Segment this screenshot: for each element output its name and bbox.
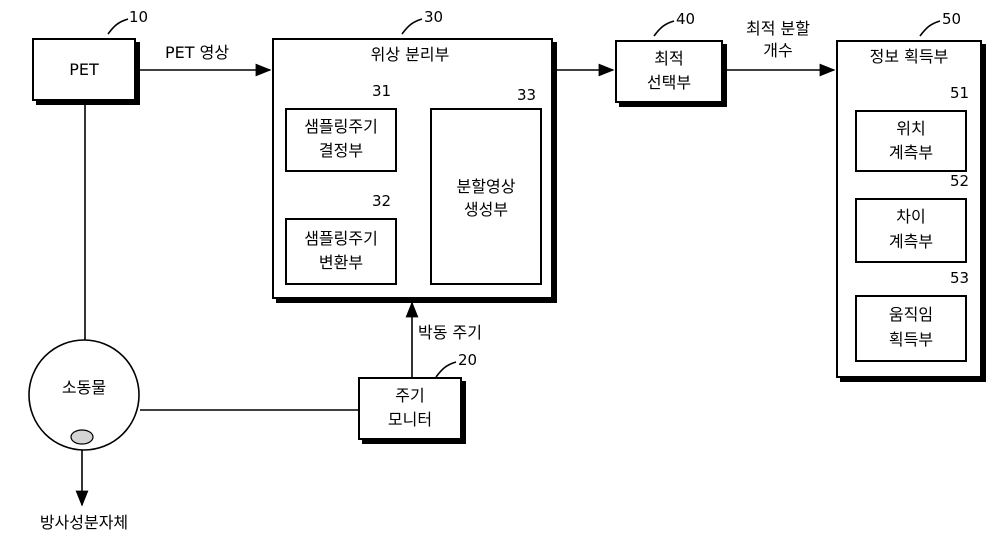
ref-32: 32 (372, 192, 391, 210)
heartbeat-period-label: 박동 주기 (418, 322, 482, 344)
leader-20 (436, 362, 456, 377)
ref-40: 40 (676, 10, 695, 28)
position-label-1: 위치 (896, 118, 925, 140)
radio-tracer-dot (71, 430, 93, 444)
pet-label: PET (69, 59, 99, 81)
motion-label-1: 움직임 (889, 304, 933, 326)
leader-30 (402, 19, 422, 34)
motion-label-2: 획득부 (889, 329, 933, 351)
leader-40 (654, 21, 674, 36)
monitor-label-1: 주기 (395, 385, 424, 407)
info-acquirer-title: 정보 획득부 (870, 46, 949, 68)
small-animal-label: 소동물 (62, 377, 106, 399)
ref-33: 33 (517, 86, 536, 104)
split-image-label-1: 분할영상 (457, 176, 516, 198)
ref-31: 31 (372, 82, 391, 100)
difference-label-1: 차이 (896, 206, 925, 228)
ref-50: 50 (942, 10, 961, 28)
ref-30: 30 (424, 8, 443, 26)
difference-label-2: 계측부 (889, 231, 933, 253)
leader-10 (108, 19, 128, 34)
position-label-2: 계측부 (889, 142, 933, 164)
pet-image-label: PET 영상 (165, 42, 229, 64)
ref-20: 20 (458, 351, 477, 369)
radio-tracer-label: 방사성분자체 (40, 512, 128, 534)
monitor-label-2: 모니터 (388, 409, 432, 431)
ref-51: 51 (950, 84, 969, 102)
sampling-decider-label-1: 샘플링주기 (304, 116, 378, 138)
optimal-label-2: 선택부 (647, 72, 691, 94)
optimal-split-label-1: 최적 분할 (746, 18, 810, 40)
sampling-decider-label-2: 결정부 (319, 140, 363, 162)
sampling-converter-label-1: 샘플링주기 (304, 228, 378, 250)
phase-separator-title: 위상 분리부 (371, 44, 450, 66)
sampling-converter-label-2: 변환부 (319, 252, 363, 274)
ref-52: 52 (950, 172, 969, 190)
leader-50 (920, 21, 940, 36)
split-image-label-2: 생성부 (464, 199, 508, 221)
optimal-split-label-2: 개수 (763, 40, 792, 62)
optimal-label-1: 최적 (654, 48, 683, 70)
ref-10: 10 (129, 8, 148, 26)
ref-53: 53 (950, 269, 969, 287)
